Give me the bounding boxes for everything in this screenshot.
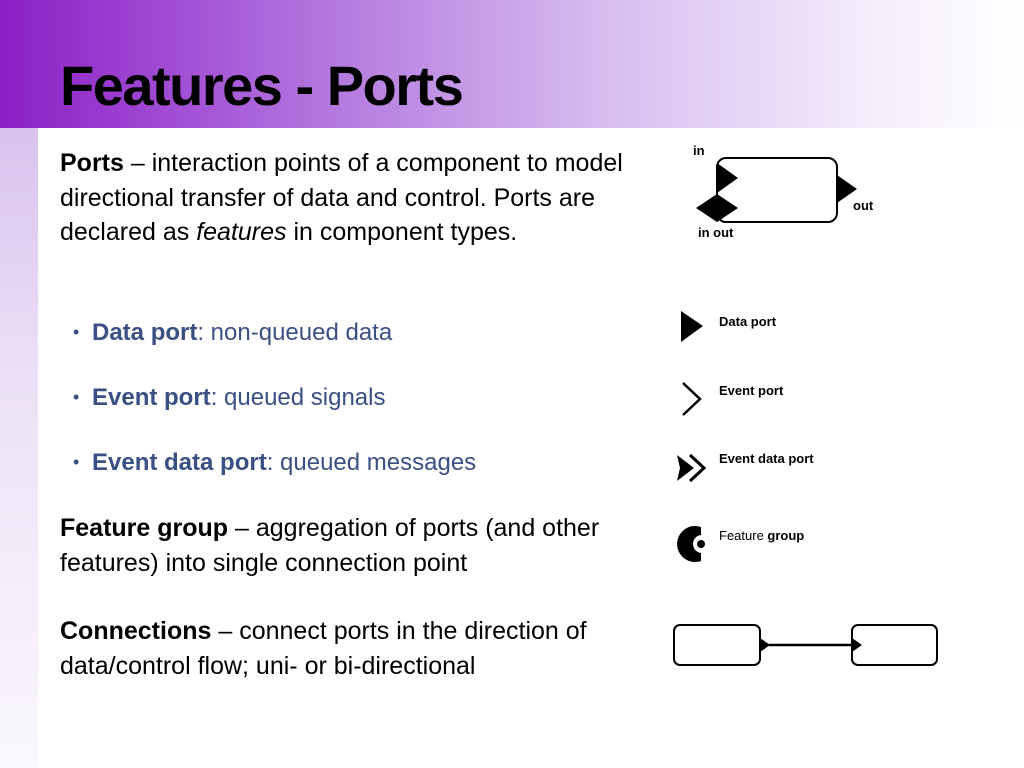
connection-target-box — [851, 624, 938, 666]
ports-text-2: in component types. — [286, 218, 518, 246]
feature-group-text: – aggregation of ports (and other featur… — [60, 514, 600, 577]
header-band — [0, 0, 1024, 128]
event-port-icon — [682, 382, 702, 416]
bullet-term: Event port — [92, 384, 211, 411]
bullet-desc: : queued messages — [266, 449, 477, 476]
in-label: in — [693, 143, 705, 158]
bullet-term: Data port — [92, 319, 198, 346]
data-port-legend-label: Data port — [719, 314, 777, 329]
feature-group-term: Feature group — [60, 514, 229, 542]
feature-group-legend-label: Feature group — [719, 528, 804, 543]
inout-label: in out — [698, 225, 734, 240]
event-data-port-arrow-icon — [677, 455, 694, 481]
feature-group-label-bold: group — [767, 528, 804, 543]
left-accent-bar — [0, 128, 38, 768]
bullet-event-port: •Event port: queued signals — [73, 384, 386, 411]
connections-term: Connections — [60, 617, 212, 645]
component-box — [716, 157, 838, 223]
connection-source-port-icon — [760, 638, 770, 652]
ports-text-1: – interaction points of a component to m… — [60, 149, 623, 246]
bullet-event-data-port: •Event data port: queued messages — [73, 449, 477, 476]
connections-paragraph: Connections – connect ports in the direc… — [60, 614, 650, 683]
event-data-port-chevron-icon — [688, 453, 707, 483]
connections-text: – connect ports in the direction of data… — [60, 617, 587, 680]
connection-source-box — [673, 624, 761, 666]
data-port-icon — [681, 311, 703, 342]
feature-group-paragraph: Feature group – aggregation of ports (an… — [60, 511, 650, 580]
feature-group-icon — [677, 526, 701, 563]
bullet-desc: : queued signals — [210, 384, 386, 411]
ports-term: Ports — [60, 149, 124, 177]
bullet-data-port: •Data port: non-queued data — [73, 319, 393, 346]
connection-target-port-icon — [852, 638, 862, 652]
bullet-term: Event data port — [92, 449, 267, 476]
ports-paragraph: Ports – interaction points of a componen… — [60, 146, 650, 250]
out-label: out — [853, 198, 874, 213]
in-data-port-icon — [717, 163, 738, 193]
out-data-port-icon — [837, 175, 857, 203]
event-data-port-legend-label: Event data port — [719, 451, 814, 466]
feature-group-dot-icon — [697, 540, 705, 548]
ports-emphasis: features — [196, 218, 287, 246]
slide-title: Features - Ports — [60, 54, 464, 117]
bullet-desc: : non-queued data — [197, 319, 393, 346]
event-port-legend-label: Event port — [719, 383, 784, 398]
inout-data-port-icon — [696, 194, 738, 222]
feature-group-label-prefix: Feature — [719, 528, 767, 543]
